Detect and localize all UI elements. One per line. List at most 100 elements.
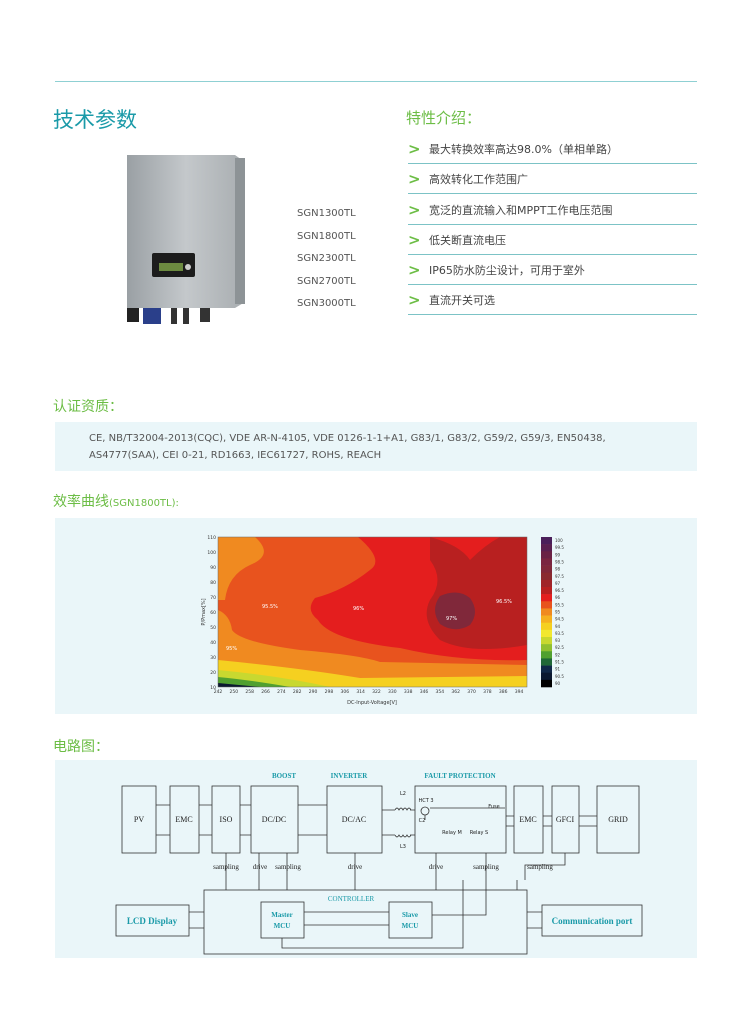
region-90 bbox=[218, 683, 260, 687]
y-tick-label: 20 bbox=[210, 670, 216, 676]
fault-protection-label: FAULT PROTECTION bbox=[424, 772, 495, 780]
y-tick-label: 50 bbox=[210, 625, 216, 631]
colorbar-label: 94.5 bbox=[555, 617, 564, 622]
feature-item: >高效转化工作范围广 bbox=[408, 164, 697, 194]
features-heading: 特性介绍： bbox=[406, 109, 482, 127]
colorbar-label: 97 bbox=[555, 581, 561, 586]
inverter-label: INVERTER bbox=[331, 772, 369, 780]
colorbar-swatch bbox=[541, 644, 552, 652]
colorbar-label: 92 bbox=[555, 652, 561, 657]
colorbar-label: 92.5 bbox=[555, 645, 564, 650]
y-tick-label: 90 bbox=[210, 565, 216, 571]
model-item: SGN1300TL bbox=[297, 208, 356, 219]
colorbar-swatch bbox=[541, 579, 552, 588]
colorbar-label: 95.5 bbox=[555, 602, 564, 607]
boost-label: BOOST bbox=[272, 772, 296, 780]
model-list: SGN1300TL SGN1800TL SGN2300TL SGN2700TL … bbox=[297, 203, 356, 316]
colorbar-label: 98.5 bbox=[555, 560, 564, 565]
dcac-block: DC/AC bbox=[342, 815, 366, 824]
colorbar-label: 91 bbox=[555, 667, 561, 672]
grid-block: GRID bbox=[608, 815, 628, 824]
hct-label: HCT 3 bbox=[418, 798, 433, 804]
colorbar-label: 95 bbox=[555, 610, 561, 615]
region-97 bbox=[435, 592, 475, 630]
dcdc-block: DC/DC bbox=[262, 815, 286, 824]
x-tick-label: 330 bbox=[388, 689, 397, 695]
certification-heading: 认证资质： bbox=[53, 399, 123, 415]
efficiency-subtitle: (SGN1800TL): bbox=[109, 498, 179, 509]
colorbar-label: 90.5 bbox=[555, 674, 564, 679]
x-tick-label: 354 bbox=[436, 689, 445, 695]
contour-regions bbox=[218, 537, 527, 687]
colorbar-label: 99.5 bbox=[555, 545, 564, 550]
colorbar-label: 96 bbox=[555, 595, 561, 600]
x-tick-label: 266 bbox=[261, 689, 270, 695]
x-tick-label: 322 bbox=[372, 689, 381, 695]
x-tick-label: 242 bbox=[214, 689, 223, 695]
colorbar-label: 94 bbox=[555, 624, 561, 629]
model-item: SGN2700TL bbox=[297, 275, 356, 287]
colorbar-swatch bbox=[541, 544, 552, 552]
arrow-icon: > bbox=[408, 200, 421, 219]
arrow-icon: > bbox=[408, 260, 421, 279]
arrow-icon: > bbox=[408, 290, 421, 309]
emc-block: EMC bbox=[175, 815, 192, 824]
pv-block: PV bbox=[134, 815, 144, 824]
controller-label: CONTROLLER bbox=[328, 895, 375, 903]
annotation-label: 96.5% bbox=[496, 599, 512, 605]
x-tick-label: 362 bbox=[451, 689, 460, 695]
annotation-label: 96% bbox=[353, 606, 364, 612]
sampling-label: sampling bbox=[275, 863, 301, 871]
colorbar-swatch bbox=[541, 558, 552, 566]
x-tick-label: 346 bbox=[420, 689, 429, 695]
efficiency-title: 效率曲线 bbox=[53, 494, 109, 510]
colorbar-swatch bbox=[541, 622, 552, 631]
y-tick-label: 60 bbox=[210, 610, 216, 616]
y-tick-label: 70 bbox=[210, 595, 216, 601]
gfci-block: GFCI bbox=[556, 815, 575, 824]
model-item: SGN2300TL bbox=[297, 253, 356, 264]
feature-text: 宽泛的直流输入和MPPT工作电压范围 bbox=[429, 203, 613, 217]
x-tick-label: 290 bbox=[309, 689, 318, 695]
arrow-icon: > bbox=[408, 139, 421, 158]
x-tick-label: 306 bbox=[340, 689, 349, 695]
sampling-label: sampling bbox=[473, 863, 499, 871]
relay-m-label: Relay M bbox=[442, 830, 462, 836]
x-tick-label: 338 bbox=[404, 689, 413, 695]
communication-port-block: Communication port bbox=[552, 916, 633, 926]
feature-text: 低关断直流电压 bbox=[429, 233, 506, 247]
colorbar-swatch bbox=[541, 615, 552, 624]
colorbar-label: 97.5 bbox=[555, 574, 564, 579]
arrow-icon: > bbox=[408, 169, 421, 188]
colorbar-swatch bbox=[541, 637, 552, 645]
x-tick-label: 298 bbox=[325, 689, 334, 695]
x-tick-label: 370 bbox=[467, 689, 476, 695]
emc-block: EMC bbox=[519, 815, 536, 824]
region-92 bbox=[218, 677, 290, 687]
feature-item: >直流开关可选 bbox=[408, 285, 697, 315]
y-tick-label: 30 bbox=[210, 655, 216, 661]
drive-label: drive bbox=[348, 863, 362, 871]
colorbar-label: 91.5 bbox=[555, 660, 564, 665]
annotation-label: 97% bbox=[446, 616, 457, 622]
slave-mcu-label: Slave bbox=[402, 911, 418, 919]
colorbar-swatch bbox=[541, 537, 552, 545]
model-item: SGN3000TL bbox=[297, 298, 356, 309]
colorbar-swatch bbox=[541, 587, 552, 595]
feature-item: >IP65防水防尘设计，可用于室外 bbox=[408, 255, 697, 285]
master-mcu-label: MCU bbox=[274, 922, 291, 930]
colorbar-label: 93.5 bbox=[555, 631, 564, 636]
colorbar-label: 99 bbox=[555, 552, 561, 557]
colorbar-swatch bbox=[541, 572, 552, 581]
sampling-label: sampling bbox=[527, 863, 553, 871]
iso-block: ISO bbox=[220, 815, 233, 824]
x-axis-label: DC-Input-Voltage[V] bbox=[347, 700, 397, 706]
colorbar-swatch bbox=[541, 594, 552, 602]
colorbar-label: 100 bbox=[555, 538, 563, 543]
y-axis-label: P/Pmax[%] bbox=[201, 598, 207, 625]
colorbar-swatch bbox=[541, 658, 552, 666]
y-tick-label: 100 bbox=[207, 550, 216, 556]
colorbar-swatch bbox=[541, 629, 552, 638]
relay-s-label: Relay S bbox=[470, 830, 489, 836]
